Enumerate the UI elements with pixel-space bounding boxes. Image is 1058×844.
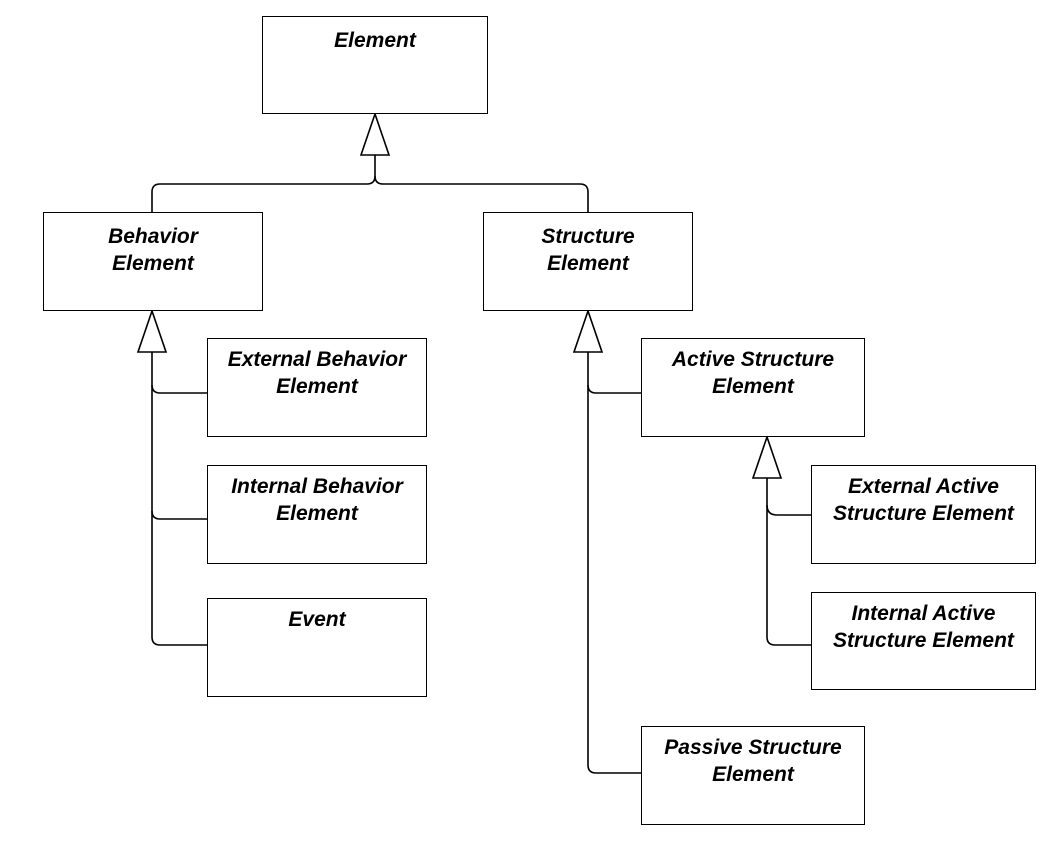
generalization-arrow-behavior	[136, 308, 168, 353]
generalization-arrow-structure	[572, 308, 604, 353]
connector-behavior-to-external-behavior	[151, 384, 207, 394]
generalization-arrow-element	[359, 111, 391, 156]
connector-active-to-external-active	[766, 504, 811, 516]
node-event-label: Event	[288, 608, 346, 631]
connector-behavior-to-internal-behavior	[151, 510, 207, 520]
node-element-label: Element	[334, 29, 416, 52]
connector-element-to-behavior	[151, 155, 376, 212]
node-event: Event	[207, 598, 427, 697]
connector-active-trunk	[766, 478, 811, 646]
connector-element-to-structure	[374, 175, 589, 212]
connector-structure-to-active-structure	[587, 384, 641, 394]
connector-behavior-trunk	[151, 352, 207, 646]
connector-structure-trunk	[587, 352, 641, 774]
generalization-arrow-active-structure	[751, 434, 783, 479]
node-element: Element	[262, 16, 488, 114]
